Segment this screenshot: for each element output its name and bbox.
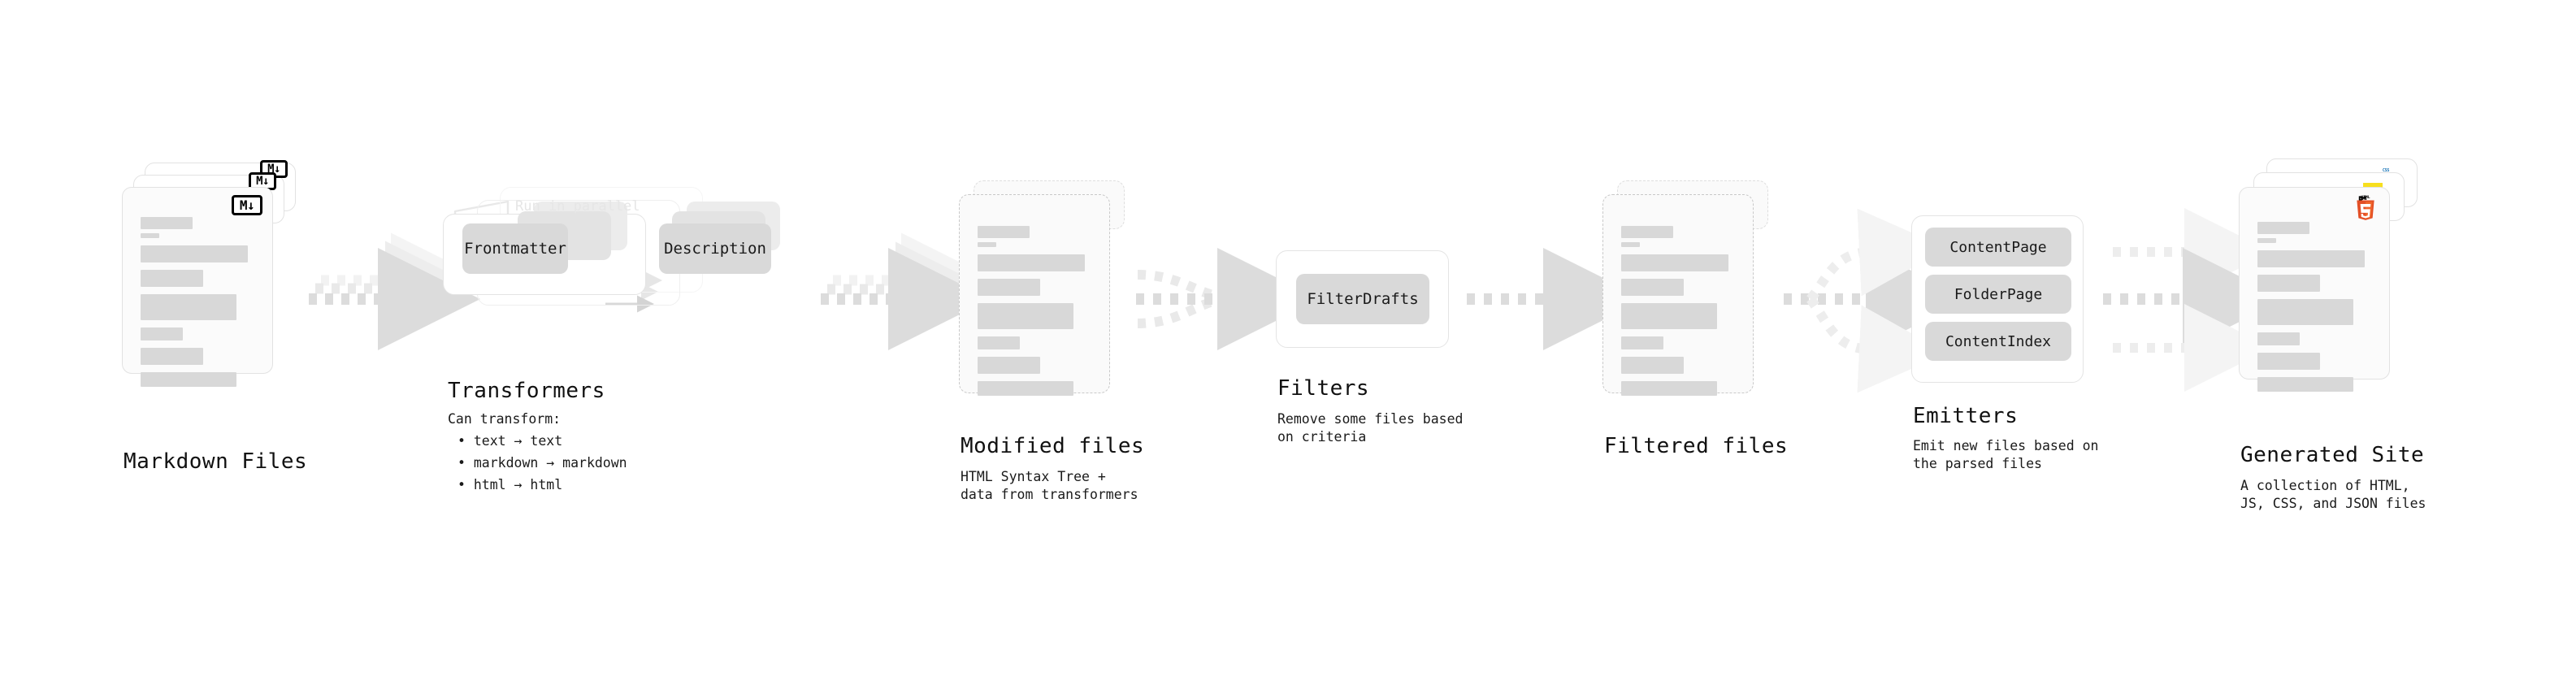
skeleton-bar	[1621, 226, 1673, 238]
stage-subtitle-transformers: Can transform:	[448, 411, 562, 427]
transformers-bullet-1: • markdown → markdown	[458, 455, 627, 471]
html5-logo-icon: HTML	[2357, 195, 2374, 220]
skeleton-bar	[978, 254, 1085, 271]
skeleton-bar	[1621, 381, 1717, 396]
skeleton-bar	[141, 233, 159, 238]
skeleton-bar	[141, 348, 203, 365]
skeleton-bar	[978, 303, 1073, 329]
skeleton-bar	[141, 294, 236, 320]
markdown-badge-icon: M↓	[232, 195, 262, 215]
skeleton-bar	[141, 327, 183, 340]
stage-title-emitters: Emitters	[1913, 404, 2019, 428]
stage-subtitle-emitters: Emit new files based on the parsed files	[1913, 438, 2099, 471]
emitter-pill-folderpage[interactable]: FolderPage	[1925, 275, 2071, 314]
stage-title-generated-site: Generated Site	[2240, 443, 2425, 467]
filtered-file-skeleton	[1621, 226, 1735, 403]
connector-emitters-to-site	[2103, 208, 2285, 392]
stage-subtitle-modified-files: HTML Syntax Tree + data from transformer…	[961, 469, 1138, 502]
emitter-pill-contentpage[interactable]: ContentPage	[1925, 228, 2071, 267]
markdown-file-card-front: M↓	[122, 187, 273, 387]
skeleton-bar	[2257, 238, 2276, 243]
connector-modified-to-filters	[1136, 248, 1320, 350]
skeleton-bar	[141, 372, 236, 387]
skeleton-bar	[1621, 336, 1663, 349]
skeleton-bar	[1621, 242, 1640, 247]
skeleton-bar	[2257, 250, 2365, 267]
skeleton-bar	[978, 226, 1030, 238]
connector-md-to-transformers	[309, 232, 486, 350]
generated-site-card-front: HTML	[2239, 187, 2390, 392]
skeleton-bar	[978, 279, 1040, 296]
filter-pill-filterdrafts[interactable]: FilterDrafts	[1296, 274, 1429, 324]
stage-title-transformers: Transformers	[448, 379, 605, 403]
transformer-pill-frontmatter[interactable]: Frontmatter	[462, 223, 568, 274]
modified-file-card-front	[959, 194, 1110, 396]
skeleton-bar	[2257, 222, 2309, 234]
filtered-file-card-front	[1602, 194, 1754, 396]
svg-text:HTML: HTML	[2361, 195, 2370, 200]
connector-filtered-to-emitters	[1784, 208, 1968, 393]
emitters-box: ContentPage FolderPage ContentIndex	[1911, 215, 2084, 383]
skeleton-bar	[1621, 279, 1684, 296]
skeleton-bar	[1621, 357, 1684, 374]
skeleton-bar	[1621, 303, 1717, 329]
emitter-pill-contentindex[interactable]: ContentIndex	[1925, 322, 2071, 361]
stage-title-filters: Filters	[1277, 376, 1370, 401]
skeleton-bar	[1621, 254, 1728, 271]
markdown-file-skeleton	[141, 217, 254, 394]
skeleton-bar	[978, 336, 1020, 349]
stage-title-filtered-files: Filtered files	[1604, 434, 1789, 458]
stage-subtitle-generated-site: A collection of HTML, JS, CSS, and JSON …	[2240, 478, 2426, 511]
transformers-bullet-2: • html → html	[458, 477, 563, 492]
skeleton-bar	[2257, 377, 2353, 392]
skeleton-bar	[2257, 299, 2353, 325]
skeleton-bar	[141, 270, 203, 287]
transformer-pill-description[interactable]: Description	[659, 223, 771, 274]
connector-transformers-to-modified	[821, 232, 996, 350]
stage-title-markdown-files: Markdown Files	[124, 449, 308, 474]
skeleton-bar	[2257, 332, 2300, 345]
run-in-parallel-note: Run in parallel	[515, 198, 640, 215]
skeleton-bar	[978, 242, 996, 247]
skeleton-bar	[141, 217, 193, 229]
stage-subtitle-filters: Remove some files based on criteria	[1277, 411, 1464, 445]
stage-title-modified-files: Modified files	[961, 434, 1145, 458]
transformers-bullet-0: • text → text	[458, 433, 563, 449]
skeleton-bar	[2257, 275, 2320, 292]
skeleton-bar	[978, 381, 1073, 396]
generated-site-skeleton	[2257, 222, 2371, 399]
filters-box: FilterDrafts	[1276, 250, 1449, 348]
skeleton-bar	[141, 245, 248, 262]
skeleton-bar	[978, 357, 1040, 374]
modified-file-skeleton	[978, 226, 1091, 403]
skeleton-bar	[2257, 353, 2320, 370]
